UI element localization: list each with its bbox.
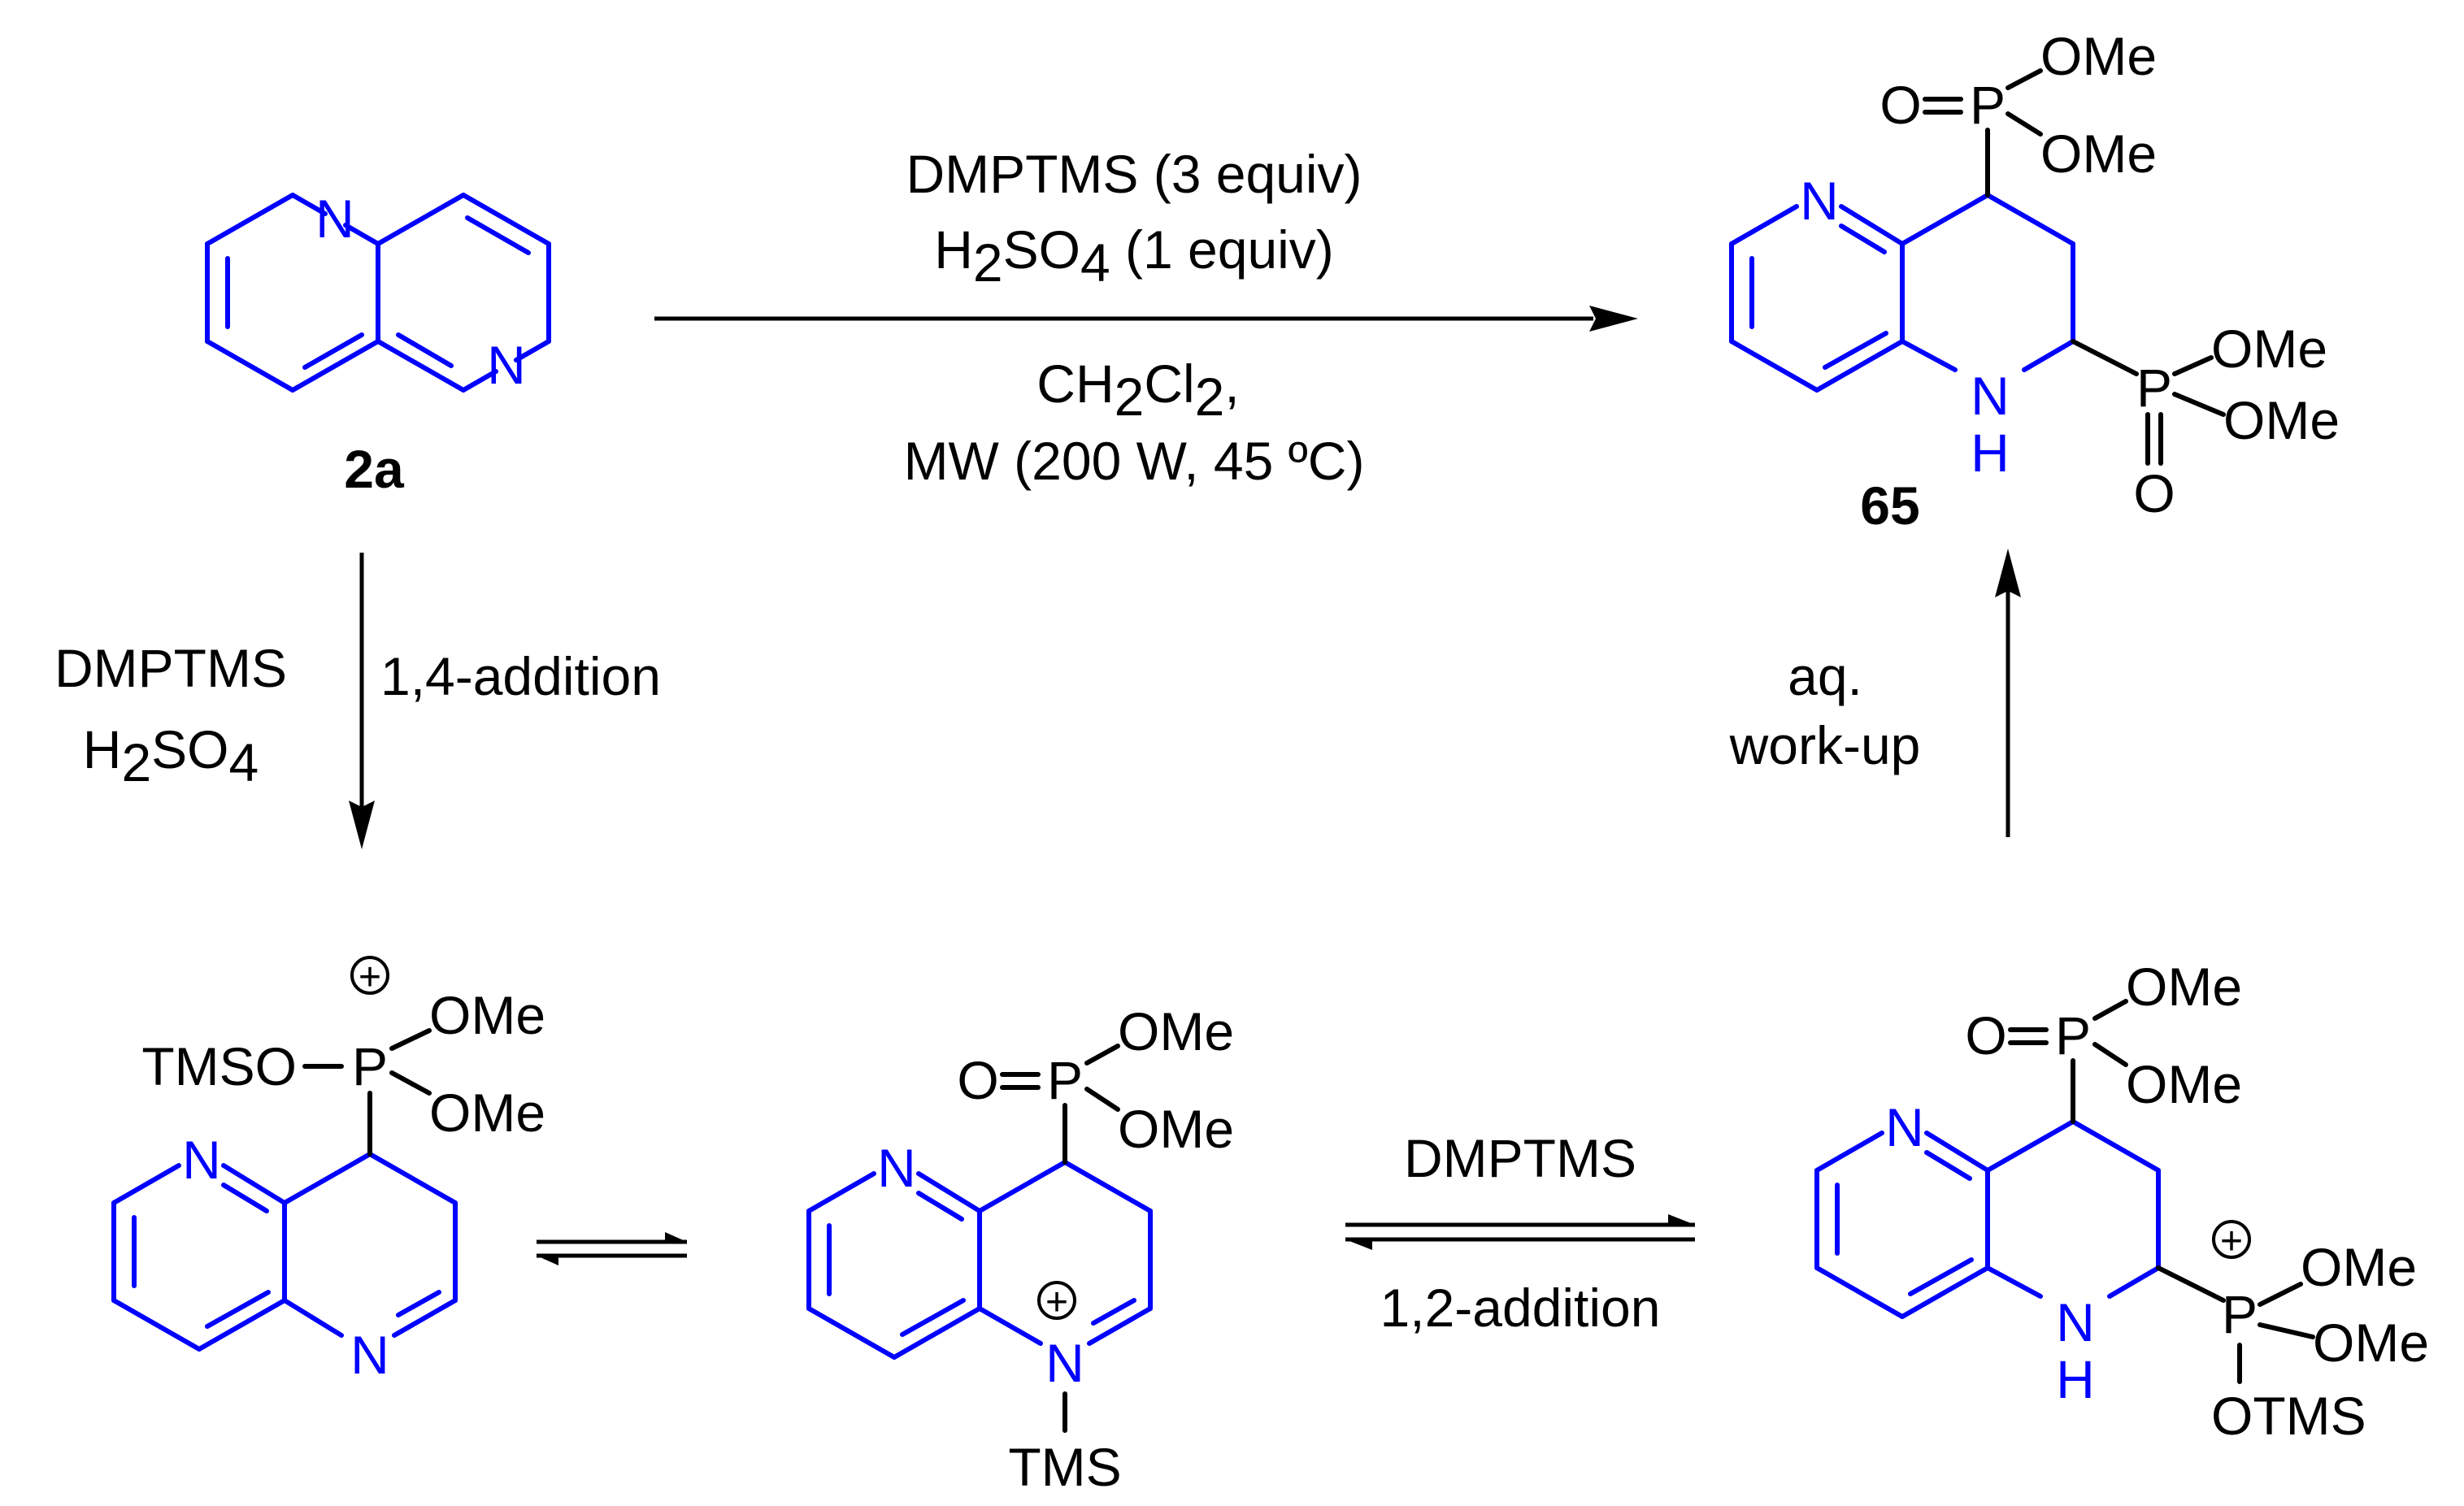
atom-nh-n: N xyxy=(1971,366,2010,426)
up-arrow-line-1: aq. xyxy=(1788,646,1862,706)
ring-bonds xyxy=(806,1160,1153,1360)
atom-tmso: TMSO xyxy=(141,1036,297,1096)
intermediate-c: N N H P O OMe OMe P + OMe OMe OTMS xyxy=(1814,957,2429,1446)
atom-p2: P xyxy=(2222,1284,2258,1344)
atom-p2-ome-1: OMe xyxy=(2301,1237,2417,1297)
atom-p1-ome-2: OMe xyxy=(2126,1054,2242,1114)
atom-p1-oxo: O xyxy=(1880,75,1921,135)
condition-acid: H2SO4 (1 equiv) xyxy=(934,219,1334,293)
charge-sign: + xyxy=(2220,1220,2243,1263)
atom-n-plus: N xyxy=(1045,1333,1084,1393)
ring-bonds xyxy=(1729,193,2075,393)
atom-n-pyridine: N xyxy=(1885,1097,1924,1157)
ring-bonds xyxy=(1814,1119,2161,1319)
atom-p1-ome-1: OMe xyxy=(2040,26,2157,86)
down-arrow xyxy=(349,553,375,849)
atom-nh-h: H xyxy=(1971,423,2010,483)
down-arrow-reagent-acid: H2SO4 xyxy=(83,719,259,792)
positive-charge-icon xyxy=(1037,1281,1076,1320)
compound-label-2a: 2a xyxy=(344,439,405,499)
atom-p1-ome-2: OMe xyxy=(2040,124,2157,184)
main-reaction-arrow xyxy=(654,306,1638,332)
atom-n-bottom: N xyxy=(487,335,526,395)
atom-ome-2: OMe xyxy=(1118,1099,1234,1159)
down-arrow-reagent-dmptms: DMPTMS xyxy=(54,638,287,698)
positive-charge-icon xyxy=(350,956,389,995)
compound-2a: N N 2a xyxy=(205,189,551,499)
atom-p2-oxo: O xyxy=(2133,463,2175,523)
atom-nh-h: H xyxy=(2056,1349,2095,1409)
atom-oxo: O xyxy=(1965,1005,2006,1065)
atom-n-top: N xyxy=(182,1130,221,1190)
atom-nh-n: N xyxy=(2056,1292,2095,1352)
ring-bonds xyxy=(205,193,551,393)
intermediate-b: N N + TMS P O OMe OMe xyxy=(806,1001,1234,1497)
condition-reagent-dmptms: DMPTMS (3 equiv) xyxy=(906,144,1362,204)
positive-charge-icon xyxy=(2212,1220,2251,1259)
down-arrow-description: 1,4-addition xyxy=(380,646,661,706)
compound-65: N N H P O OMe OMe P OMe OMe O 65 xyxy=(1729,26,2340,536)
atom-n-pyridine: N xyxy=(877,1138,916,1198)
equilibrium-reagent: DMPTMS xyxy=(1404,1128,1636,1188)
atom-p: P xyxy=(1047,1050,1083,1110)
atom-ome-1: OMe xyxy=(1118,1001,1234,1061)
atom-p1: P xyxy=(1970,75,2006,135)
atom-ome-2: OMe xyxy=(429,1083,545,1143)
equilibrium-description: 1,2-addition xyxy=(1380,1278,1661,1338)
atom-p1-ome-1: OMe xyxy=(2126,957,2242,1017)
charge-sign: + xyxy=(1045,1281,1068,1324)
atom-p2-otms: OTMS xyxy=(2211,1386,2366,1446)
intermediate-a: N N P TMSO OMe OMe + xyxy=(111,956,545,1385)
atom-p2: P xyxy=(2136,358,2172,418)
up-arrow-line-2: work-up xyxy=(1729,715,1921,775)
atom-n-top: N xyxy=(315,189,354,249)
atom-p1: P xyxy=(2055,1005,2091,1065)
charge-sign: + xyxy=(359,956,381,999)
equilibrium-arrow-right xyxy=(1345,1214,1695,1250)
condition-solvent: CH2Cl2, xyxy=(1036,354,1239,427)
atom-p: P xyxy=(352,1036,388,1096)
atom-p2-ome-2: OMe xyxy=(2313,1313,2429,1373)
atom-p2-ome-1: OMe xyxy=(2211,319,2327,379)
ring-bonds xyxy=(111,1152,458,1352)
compound-label-65: 65 xyxy=(1860,475,1919,536)
atom-n-bottom: N xyxy=(350,1325,389,1385)
condition-microwave: MW (200 W, 45 ºC) xyxy=(904,431,1365,491)
equilibrium-arrow-left xyxy=(537,1232,687,1265)
atom-tms: TMS xyxy=(1008,1437,1121,1497)
up-arrow xyxy=(1995,549,2021,837)
atom-ome-1: OMe xyxy=(429,985,545,1045)
atom-oxo: O xyxy=(957,1050,998,1110)
atom-p2-ome-2: OMe xyxy=(2223,390,2340,450)
atom-n-pyridine: N xyxy=(1800,171,1839,231)
